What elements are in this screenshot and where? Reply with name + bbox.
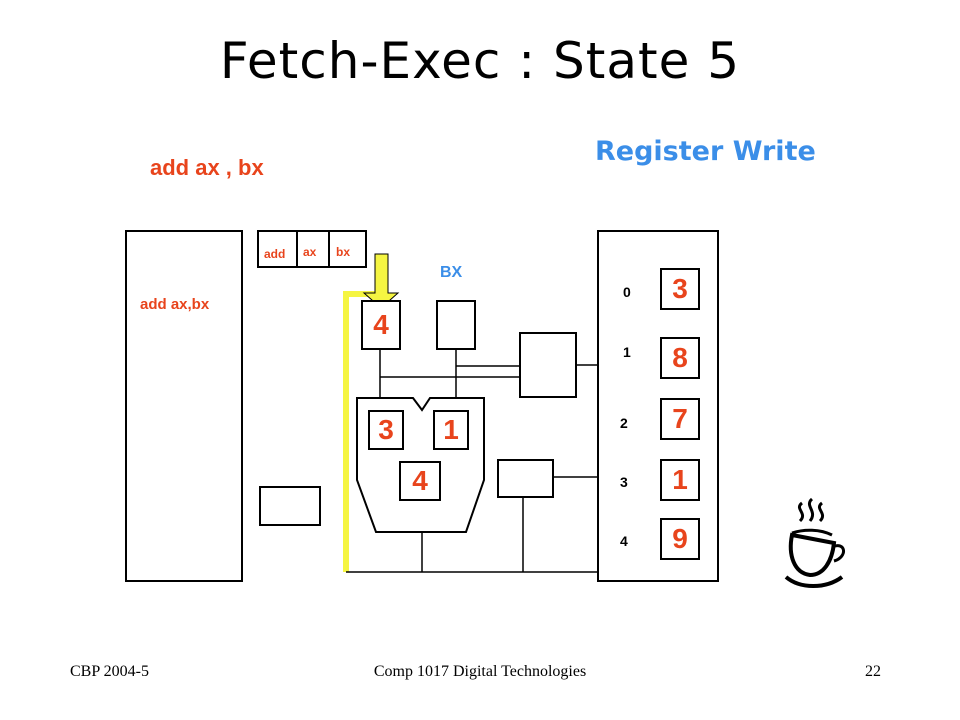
register-index: 1 (623, 344, 631, 360)
bx-label: BX (440, 264, 463, 281)
register-index: 0 (623, 284, 631, 300)
ir-operand-2: bx (336, 245, 351, 259)
register-value: 9 (672, 523, 688, 554)
mux-box (519, 332, 577, 398)
register-value: 3 (672, 273, 688, 304)
slide-subtitle: Register Write (595, 136, 816, 167)
register-cell (660, 398, 700, 440)
instruction-text: add ax , bx (150, 155, 264, 180)
register-index: 2 (620, 415, 628, 431)
register-value: 8 (672, 342, 688, 373)
register-index: 3 (620, 474, 628, 490)
alu-output (399, 461, 441, 501)
instruction-register (257, 230, 367, 268)
register-cell (660, 337, 700, 379)
register-value: 7 (672, 403, 688, 434)
ir-operand-1: ax (303, 245, 317, 259)
alu-input-a (368, 410, 404, 450)
register-cell (660, 518, 700, 560)
register-index: 4 (620, 533, 628, 549)
alu-output-value: 4 (412, 465, 428, 496)
pc-box (259, 486, 321, 526)
latch-a (361, 300, 401, 350)
alu-input-a-value: 3 (378, 414, 394, 445)
memory-block (125, 230, 243, 582)
latch-a-value: 4 (373, 309, 389, 340)
latch-b (436, 300, 476, 350)
footer-center: Comp 1017 Digital Technologies (373, 663, 587, 680)
lower-box (497, 459, 554, 498)
register-cell (660, 459, 700, 501)
alu-input-b (433, 410, 469, 450)
alu-input-b-value: 1 (443, 414, 459, 445)
footer-page-number: 22 (865, 663, 881, 680)
ir-opcode: add (264, 247, 286, 261)
register-cell (660, 268, 700, 310)
slide-title: Fetch-Exec : State 5 (219, 32, 741, 90)
footer-left: CBP 2004-5 (70, 663, 149, 680)
java-coffee-cup-icon (784, 497, 845, 588)
register-file (597, 230, 719, 582)
register-value: 1 (672, 464, 688, 495)
memory-content: add ax,bx (140, 296, 210, 313)
